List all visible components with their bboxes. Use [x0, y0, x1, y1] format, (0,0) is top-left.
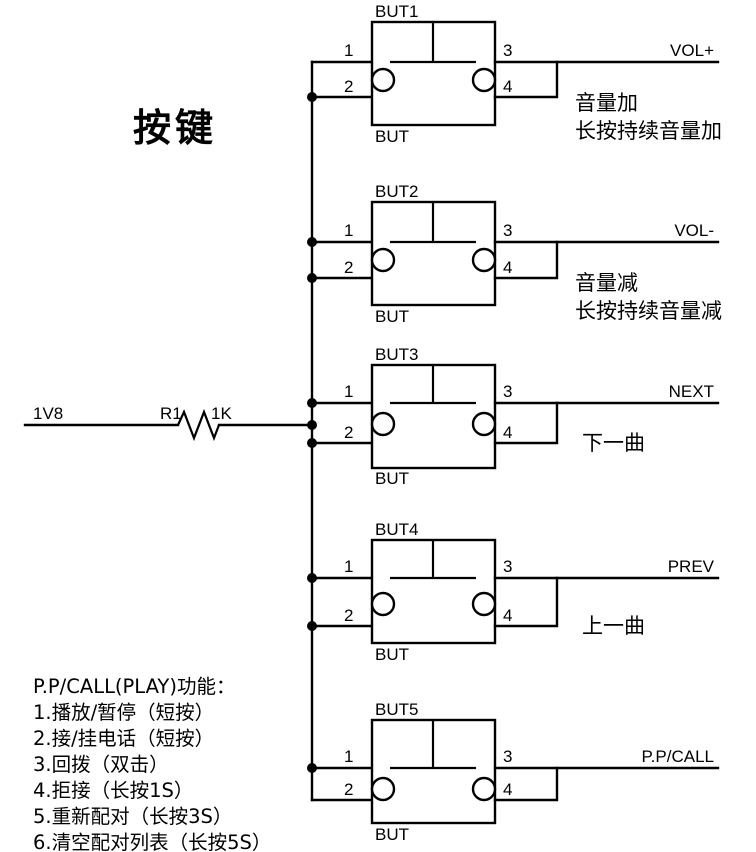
but3-pin4-number: 4 — [503, 423, 512, 442]
but1-pin4-tie-wire — [493, 60, 559, 99]
but2-pin1-junction-dot — [307, 237, 317, 247]
notes-item-6: 6.清空配对列表（长按5S） — [33, 831, 271, 852]
net-label-1v8: 1V8 — [33, 404, 63, 423]
but5-pin2-number: 2 — [344, 780, 353, 799]
but2-ref-label: BUT2 — [375, 182, 418, 201]
but3-desc-line1: 下一曲 — [582, 431, 645, 455]
but4-right-contact-circle — [471, 591, 497, 617]
but3-pin2-junction-dot — [307, 438, 317, 448]
but4-pin2-number: 2 — [344, 606, 353, 625]
but1-desc-line2: 长按持续音量加 — [575, 119, 722, 143]
but5-left-contact-circle — [370, 776, 396, 802]
but3-left-contact-circle — [370, 411, 396, 437]
but2-pin4-number: 4 — [503, 258, 512, 277]
but1-footprint-label: BUT — [375, 127, 409, 146]
resistor-value-label: 1K — [211, 404, 232, 423]
notes-item-5: 5.重新配对（长按3S） — [33, 805, 232, 828]
but4-ref-label: BUT4 — [375, 520, 418, 539]
but2-pin3-number: 3 — [503, 221, 512, 240]
notes-item-1: 1.播放/暂停（短按） — [33, 701, 214, 724]
but4-pin4-number: 4 — [503, 606, 512, 625]
but2-net-label: VOL- — [674, 221, 714, 240]
but3-pin3-number: 3 — [503, 382, 512, 401]
but1-desc-line1: 音量加 — [575, 91, 638, 115]
but1-pin2-number: 2 — [344, 77, 353, 96]
notes-heading: P.P/CALL(PLAY)功能： — [33, 675, 235, 698]
but4-pin2-junction-dot — [307, 621, 317, 631]
but1-left-contact-circle — [370, 67, 396, 93]
but5-footprint-label: BUT — [375, 825, 409, 844]
but4-pin3-number: 3 — [503, 557, 512, 576]
notes-item-3: 3.回拨（双击） — [33, 753, 169, 776]
but1-net-label: VOL+ — [670, 41, 714, 60]
resistor-ref-label: R1 — [160, 404, 182, 423]
notes-item-4: 4.拒接（长按1S） — [33, 779, 193, 802]
power-rail-junction-dot — [307, 420, 317, 430]
but2-pin1-number: 1 — [344, 221, 353, 240]
but2-right-contact-circle — [471, 247, 497, 273]
but5-pin1-number: 1 — [344, 747, 353, 766]
but3-pin1-junction-dot — [307, 398, 317, 408]
but5-pin4-number: 4 — [503, 780, 512, 799]
but3-ref-label: BUT3 — [375, 345, 418, 364]
notes-item-2: 2.接/挂电话（短按） — [33, 727, 214, 750]
but1-ref-label: BUT1 — [375, 2, 418, 21]
but5-ref-label: BUT5 — [375, 700, 418, 719]
but3-pin4-tie-wire — [493, 401, 559, 445]
but1-pin4-number: 4 — [503, 77, 512, 96]
but2-footprint-label: BUT — [375, 307, 409, 326]
but4-net-label: PREV — [668, 557, 715, 576]
but5-net-label: P.P/CALL — [642, 747, 714, 766]
but4-pin1-junction-dot — [307, 573, 317, 583]
but5-pin3-number: 3 — [503, 747, 512, 766]
but2-left-contact-circle — [370, 247, 396, 273]
but5-right-contact-circle — [471, 776, 497, 802]
but1-pin3-number: 3 — [503, 41, 512, 60]
but3-footprint-label: BUT — [375, 469, 409, 488]
but2-desc-line2: 长按持续音量减 — [575, 299, 722, 323]
but3-net-label: NEXT — [669, 382, 714, 401]
but2-pin2-number: 2 — [344, 258, 353, 277]
but2-desc-line1: 音量减 — [575, 271, 638, 295]
sheet-title: 按键 — [133, 105, 217, 150]
resistor-zigzag-symbol — [177, 408, 221, 442]
but5-pin4-tie-wire — [493, 766, 559, 802]
but3-right-contact-circle — [471, 411, 497, 437]
but1-pin2-junction-dot — [307, 92, 317, 102]
but1-right-contact-circle — [471, 67, 497, 93]
but5-pin1-junction-dot — [307, 763, 317, 773]
but3-pin2-number: 2 — [344, 423, 353, 442]
but4-pin1-number: 1 — [344, 557, 353, 576]
but2-pin4-tie-wire — [493, 240, 559, 280]
but1-pin1-number: 1 — [344, 41, 353, 60]
but2-pin2-junction-dot — [307, 273, 317, 283]
but4-pin4-tie-wire — [493, 576, 559, 628]
but4-footprint-label: BUT — [375, 645, 409, 664]
but3-pin1-number: 1 — [344, 382, 353, 401]
but4-left-contact-circle — [370, 591, 396, 617]
but4-desc-line1: 上一曲 — [582, 614, 645, 638]
